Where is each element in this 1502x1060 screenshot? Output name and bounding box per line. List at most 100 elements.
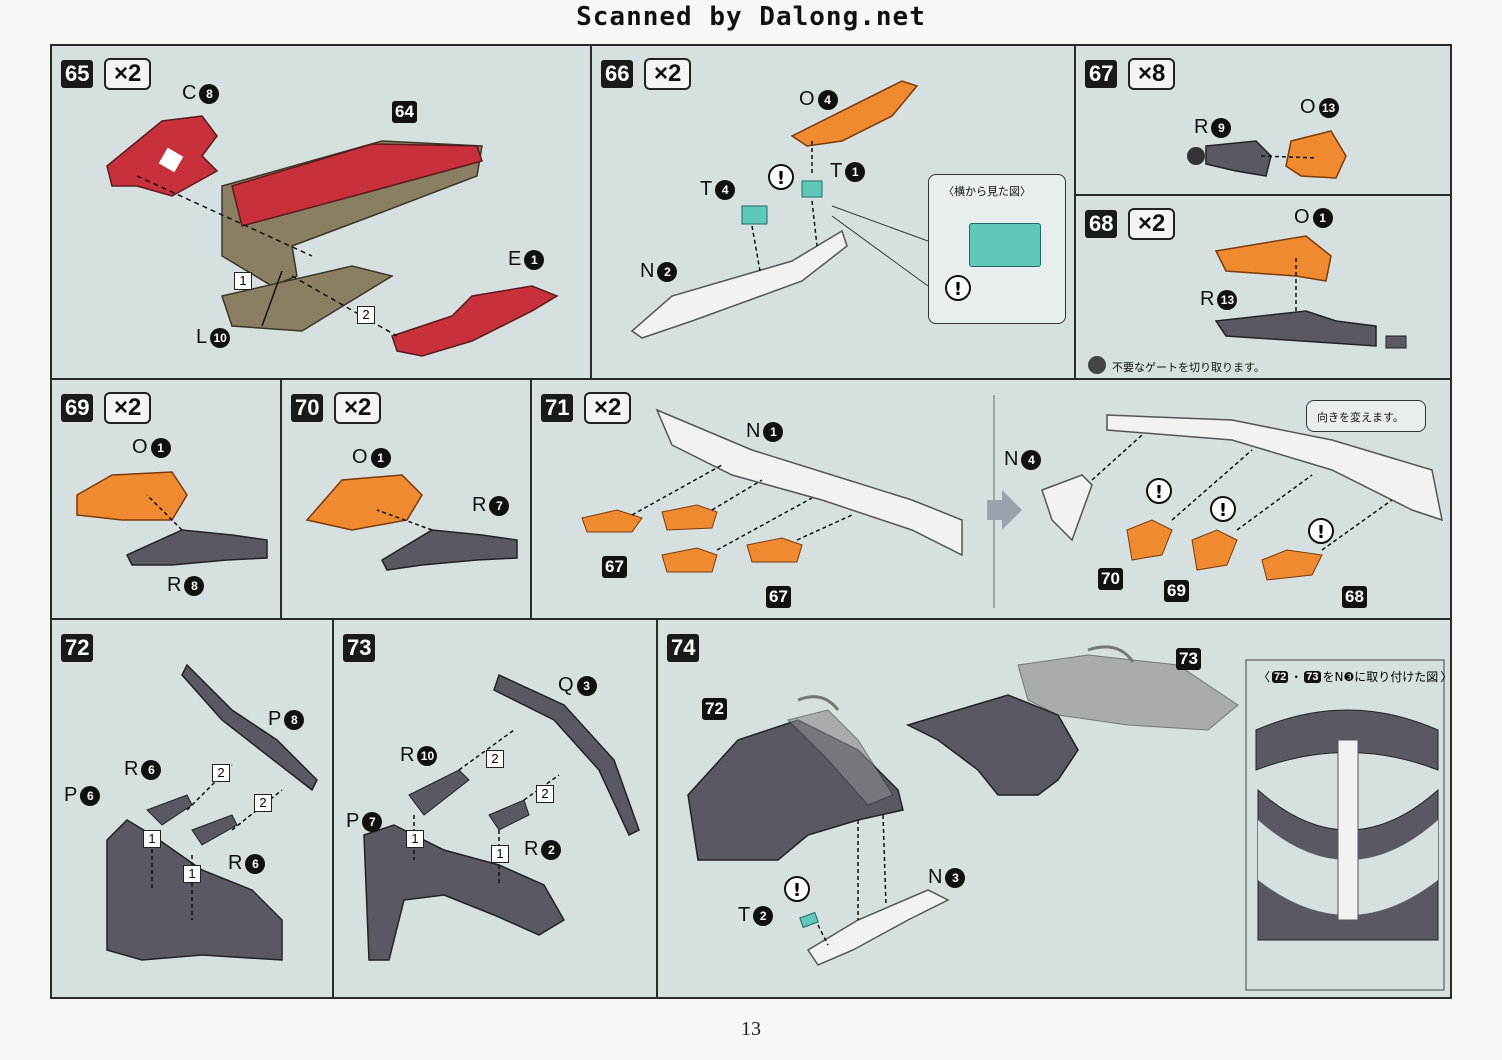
step-74-illustration [687,645,1445,991]
step-65-illustration [106,115,559,357]
step-70-illustration [305,474,518,571]
page-number: 13 [741,1018,761,1040]
step-number: 74 [667,634,700,662]
step-72-illustration [106,663,318,961]
cut-gate-icon [1088,356,1106,374]
quantity-multiplier: ×2 [1128,208,1176,240]
order-marker-1: 1 [143,830,161,848]
ref-step-68: 68 [1342,586,1367,608]
ref-step-70: 70 [1098,568,1123,590]
order-marker-2: 2 [357,306,375,324]
step-73-illustration [363,673,640,961]
step-number: 67 [1085,60,1118,88]
ref-step-73: 73 [1176,648,1201,670]
order-marker-1: 1 [183,865,201,883]
step-number: 71 [541,394,574,422]
step-number: 68 [1085,210,1118,238]
cut-gate-note: 不要なゲートを切り取ります。 [1112,361,1265,374]
side-view-callout: 〈横から見た図〉 ! [928,174,1066,324]
ref-step-73: 73 [1304,670,1321,683]
caution-icon: ! [945,275,971,301]
step-number: 73 [343,634,376,662]
step-71-illustration [581,395,1443,608]
teal-part-side-view [969,223,1041,267]
ref-step-72: 72 [1272,670,1289,683]
quantity-multiplier: ×2 [104,392,152,424]
caution-icon: ! [1146,478,1172,504]
step-number: 72 [61,634,94,662]
step-number: 70 [291,394,324,422]
side-view-caption: 〈横から見た図〉 [943,185,1031,198]
caution-icon: ! [768,164,794,190]
ref-step-67: 67 [766,586,791,608]
ref-step-69: 69 [1164,580,1189,602]
quantity-multiplier: ×2 [644,58,692,90]
step-number: 66 [601,60,634,88]
turn-note-callout: 向きを変えます。 [1306,400,1426,432]
step-number: 69 [61,394,94,422]
order-marker-2: 2 [536,785,554,803]
quantity-multiplier: ×2 [584,392,632,424]
ref-step-67: 67 [602,556,627,578]
ref-step-72: 72 [702,698,727,720]
step-67-illustration [1187,130,1347,179]
quantity-multiplier: ×2 [104,58,152,90]
quantity-multiplier: ×8 [1128,58,1176,90]
caution-icon: ! [1308,518,1334,544]
order-marker-2: 2 [254,794,272,812]
order-marker-2: 2 [486,750,504,768]
order-marker-2: 2 [212,764,230,782]
order-marker-1: 1 [234,272,252,290]
caution-icon: ! [784,876,810,902]
inset-caption-text: をN❸に取り付けた図 [1322,670,1439,684]
step-number: 65 [61,60,94,88]
turn-note-text: 向きを変えます。 [1317,411,1404,424]
order-marker-1: 1 [491,845,509,863]
caution-icon: ! [1210,496,1236,522]
inset-caption: 〈 72 ・ 73 をN❸に取り付けた図 〉 [1258,670,1452,684]
step-66-illustration [630,80,929,339]
order-marker-1: 1 [406,830,424,848]
ref-step-64: 64 [392,101,417,123]
quantity-multiplier: ×2 [334,392,382,424]
scan-credit-header: Scanned by Dalong.net [576,2,926,32]
step-68-illustration [1214,235,1407,349]
